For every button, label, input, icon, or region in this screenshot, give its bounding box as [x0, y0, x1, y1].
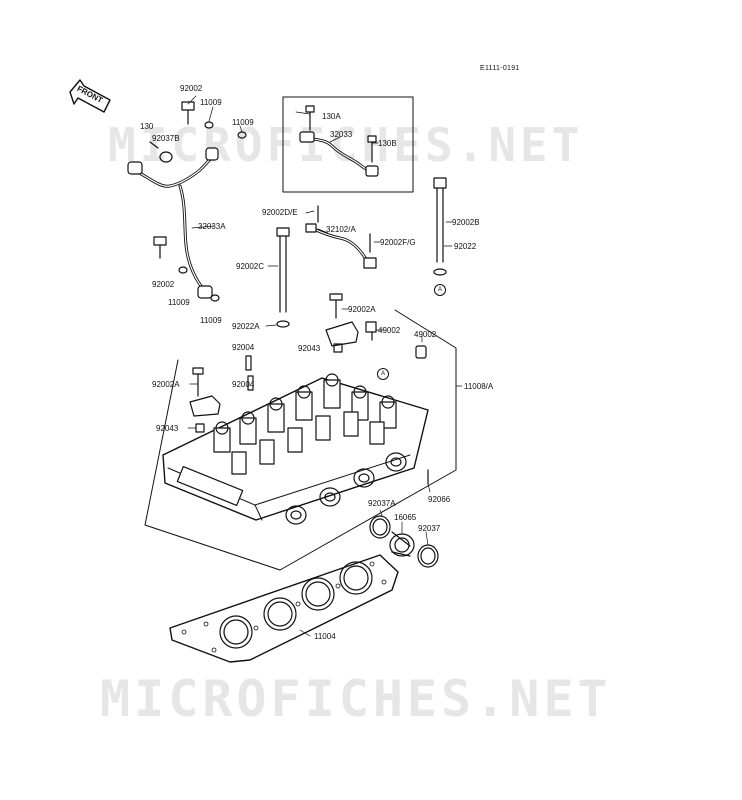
- oil-pipe-32033a: [132, 152, 216, 188]
- watermark-bottom: MICROFICHES.NET: [100, 670, 612, 728]
- part-92037a: 92037A: [368, 499, 396, 508]
- watermark-top: MICROFICHES.NET: [108, 118, 584, 172]
- part-92004-a: 92004: [232, 343, 255, 352]
- diagram-code: E1111-0191: [480, 65, 520, 72]
- part-32033: 32033: [330, 130, 353, 139]
- part-92002a-right: 92002A: [348, 305, 376, 314]
- part-92043-right: 92043: [298, 344, 321, 353]
- part-130b: 130B: [378, 139, 397, 148]
- clamp-92037a: [369, 515, 391, 539]
- part-92037: 92037: [418, 524, 441, 533]
- part-32033a: 32033A: [198, 222, 226, 231]
- part-11009-d: 11009: [200, 316, 222, 325]
- part-92002a-left: 92002A: [152, 380, 180, 389]
- part-11009-b: 11009: [232, 118, 254, 127]
- part-11009-a: 11009: [200, 98, 222, 107]
- ports: [285, 452, 407, 525]
- part-11009-c: 11009: [168, 298, 190, 307]
- part-92037b: 92037B: [152, 134, 180, 143]
- part-92022a: 92022A: [232, 322, 260, 331]
- part-32102a: 32102/A: [326, 225, 356, 234]
- front-arrow-icon: [69, 79, 111, 113]
- marker-a-head: A: [377, 368, 389, 380]
- part-11004: 11004: [314, 632, 336, 641]
- part-92022-right: 92022: [454, 242, 477, 251]
- part-92002b: 92002B: [452, 218, 480, 227]
- part-16065: 16065: [394, 513, 417, 522]
- part-92002-top: 92002: [180, 84, 203, 93]
- part-92043-left: 92043: [156, 424, 179, 433]
- part-92004-b: 92004: [232, 380, 255, 389]
- part-49002-b: 49002: [414, 330, 437, 339]
- detail-box: [282, 96, 414, 193]
- head-outline: [144, 309, 457, 571]
- part-130a: 130A: [322, 112, 341, 121]
- part-92002-mid: 92002: [152, 280, 175, 289]
- cam-towers: [213, 379, 397, 475]
- part-92002fg: 92002F/G: [380, 238, 416, 247]
- part-11008a: 11008/A: [464, 382, 494, 391]
- part-49002-a: 49002: [378, 326, 401, 335]
- marker-a-right: A: [434, 284, 446, 296]
- part-92002de: 92002D/E: [262, 208, 298, 217]
- head-gasket: [169, 554, 399, 663]
- part-92002c: 92002C: [236, 262, 265, 271]
- part-92066: 92066: [428, 495, 451, 504]
- part-130: 130: [140, 122, 154, 131]
